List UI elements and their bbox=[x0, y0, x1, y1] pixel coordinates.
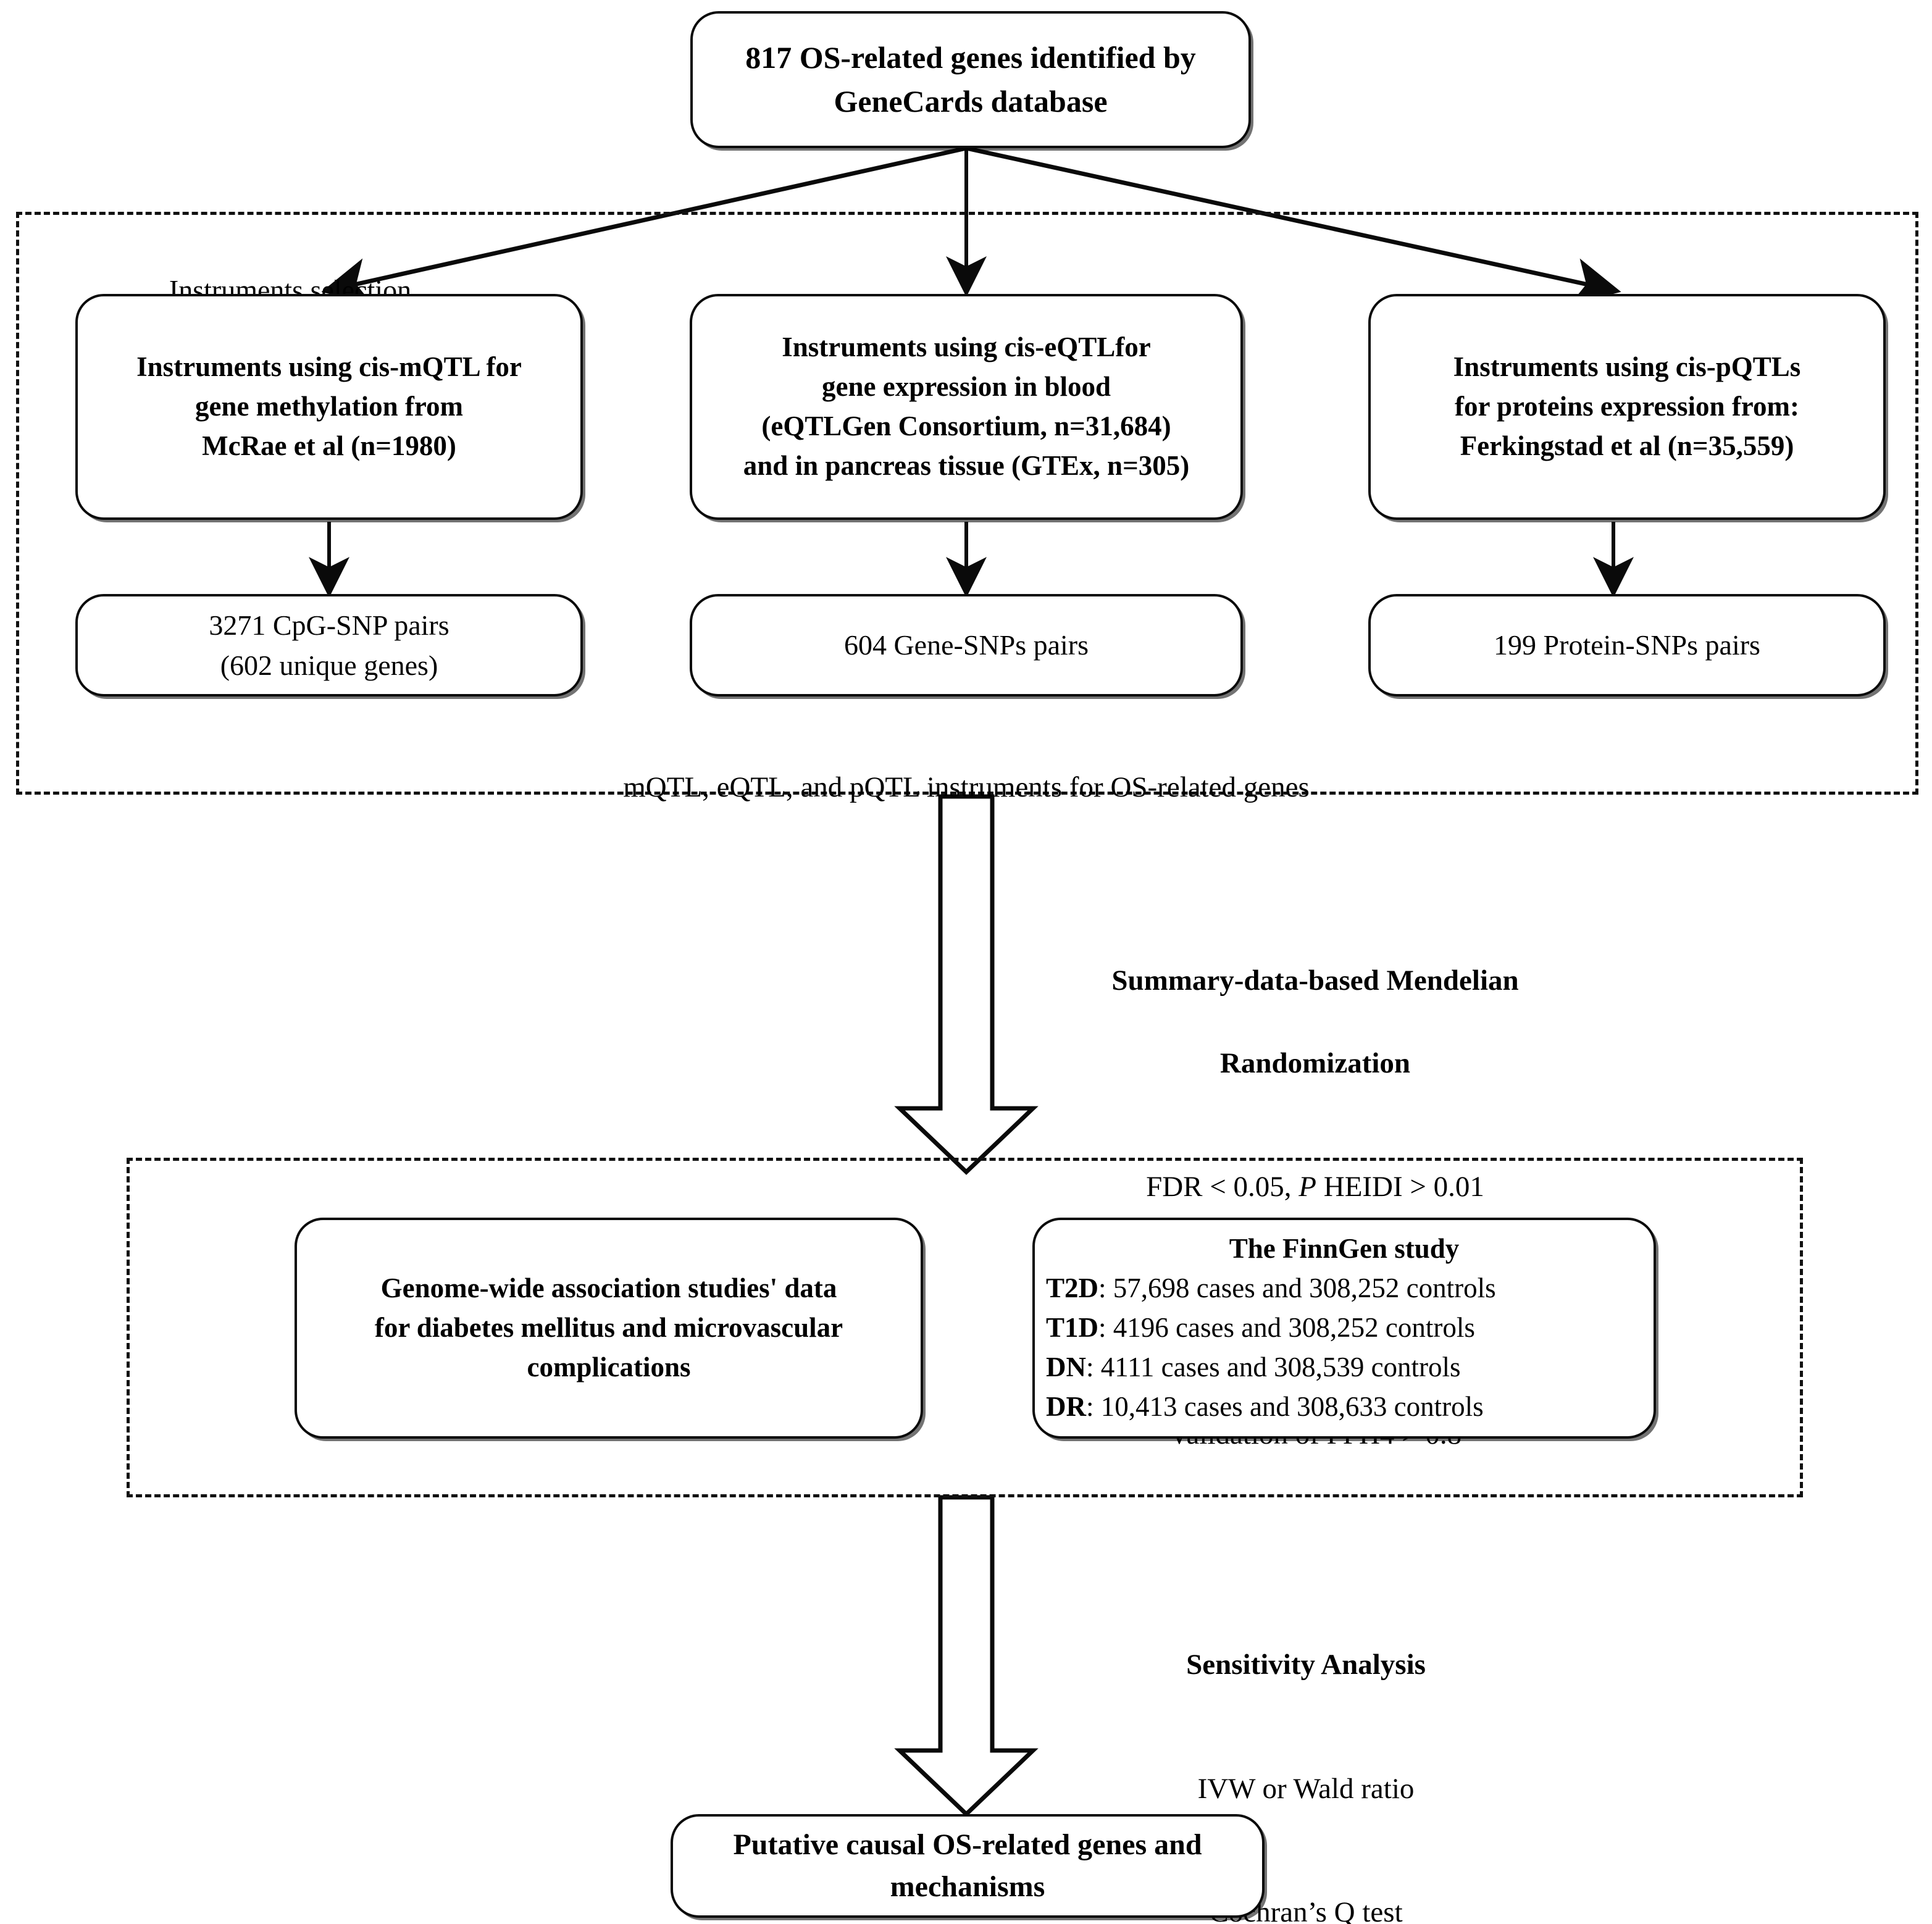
result-box-gene: 604 Gene-SNPs pairs bbox=[690, 594, 1243, 696]
finngen-row-dn: DN: 4111 cases and 308,539 controls bbox=[1046, 1351, 1461, 1382]
smr-criteria: FDR < 0.05, P HEIDI > 0.01 bbox=[1146, 1171, 1484, 1203]
sensitivity-heading: Sensitivity Analysis bbox=[1186, 1649, 1426, 1681]
sensitivity-line-1: IVW or Wald ratio bbox=[1197, 1772, 1415, 1805]
title-line-1: 817 OS-related genes identified by bbox=[745, 40, 1196, 75]
sensitivity-annotation: Sensitivity Analysis IVW or Wald ratio C… bbox=[1050, 1562, 1562, 1924]
finngen-study-box: The FinnGen study T2D: 57,698 cases and … bbox=[1032, 1218, 1656, 1439]
finngen-row-t2d: T2D: 57,698 cases and 308,252 controls bbox=[1046, 1273, 1496, 1304]
group-gwas-data bbox=[127, 1158, 1803, 1497]
group1-caption: mQTL, eQTL, and pQTL instruments for OS-… bbox=[623, 771, 1310, 803]
smr-heading: Summary-data-based Mendelian Randomizati… bbox=[1111, 964, 1519, 1079]
finngen-row-dr: DR: 10,413 cases and 308,633 controls bbox=[1046, 1391, 1484, 1422]
block-arrow-sensitivity bbox=[894, 1495, 1039, 1817]
gwas-data-box: Genome-wide association studies' data fo… bbox=[295, 1218, 923, 1439]
finngen-heading: The FinnGen study bbox=[1229, 1233, 1460, 1265]
p-value-symbol: P bbox=[1298, 1171, 1316, 1203]
title-box: 817 OS-related genes identified by GeneC… bbox=[690, 11, 1251, 148]
final-outcome-box: Putative causal OS-related genes and mec… bbox=[671, 1814, 1265, 1918]
group-instruments-selection bbox=[16, 212, 1918, 795]
block-arrow-smr bbox=[894, 794, 1039, 1175]
result-box-cpg: 3271 CpG-SNP pairs (602 unique genes) bbox=[75, 594, 583, 696]
result-box-protein: 199 Protein-SNPs pairs bbox=[1368, 594, 1886, 696]
source-box-eqtl: Instruments using cis-eQTLfor gene expre… bbox=[690, 294, 1243, 520]
source-box-pqtl: Instruments using cis-pQTLs for proteins… bbox=[1368, 294, 1886, 520]
title-line-2: GeneCards database bbox=[834, 84, 1108, 119]
source-box-mqtl: Instruments using cis-mQTL for gene meth… bbox=[75, 294, 583, 520]
finngen-row-t1d: T1D: 4196 cases and 308,252 controls bbox=[1046, 1312, 1475, 1344]
